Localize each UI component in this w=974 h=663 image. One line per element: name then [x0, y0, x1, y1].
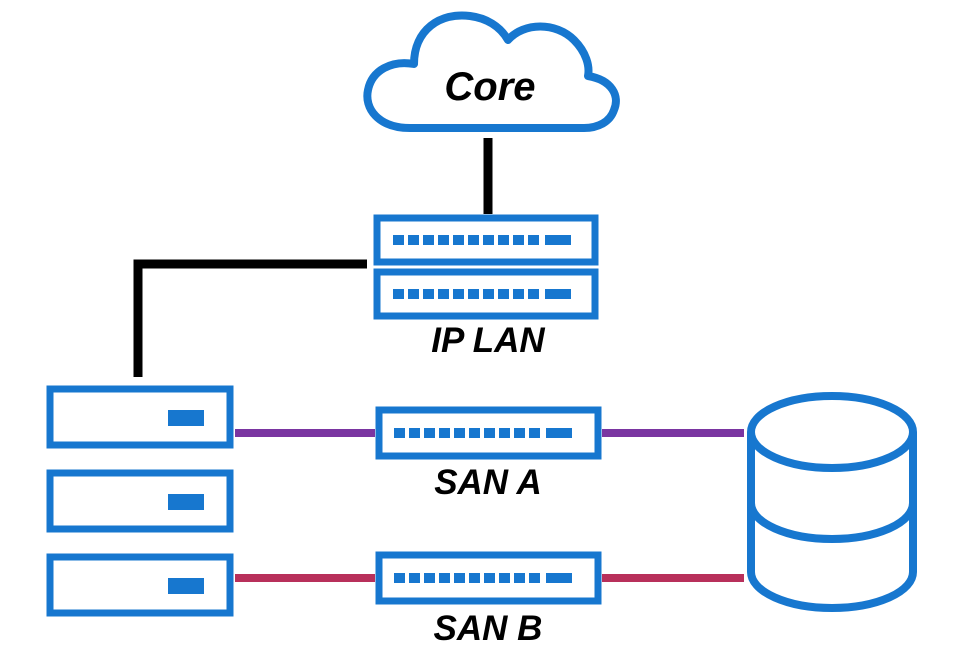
- switch-port: [438, 235, 449, 245]
- links: [133, 138, 744, 582]
- switch-uplink-port: [546, 573, 572, 583]
- server-icon: [46, 469, 234, 533]
- servers-node: [46, 385, 234, 617]
- switch-port: [513, 235, 524, 245]
- switch-port: [469, 428, 480, 438]
- switch-port: [514, 573, 525, 583]
- switch-port: [468, 289, 479, 299]
- network-switch-icon: [375, 406, 602, 460]
- switch-port: [529, 428, 540, 438]
- switch-port: [423, 235, 434, 245]
- san-b-node: SAN B: [375, 551, 602, 648]
- link-ip-lan-to-servers: [133, 259, 367, 377]
- switch-port: [424, 573, 435, 583]
- switch-port: [453, 289, 464, 299]
- switch-port: [513, 289, 524, 299]
- cloud-icon: [363, 11, 620, 132]
- switch-port: [484, 573, 495, 583]
- switch-uplink-port: [546, 428, 572, 438]
- switch-port: [514, 428, 525, 438]
- switch-port: [439, 573, 450, 583]
- switch-uplink-port: [545, 289, 571, 299]
- network-switch-icon: [375, 551, 602, 605]
- switch-port: [529, 573, 540, 583]
- server-icon: [46, 553, 234, 617]
- switch-port: [498, 289, 509, 299]
- switch-port: [408, 289, 419, 299]
- switch-port: [483, 289, 494, 299]
- database-icon: [747, 392, 917, 612]
- switch-port: [424, 428, 435, 438]
- switch-port: [499, 428, 510, 438]
- switch-port: [528, 235, 539, 245]
- switch-port: [454, 573, 465, 583]
- switch-port: [499, 573, 510, 583]
- switch-port: [408, 235, 419, 245]
- switch-port: [483, 235, 494, 245]
- storage-node: [747, 392, 917, 612]
- network-switch-icon: [373, 214, 599, 266]
- switch-port: [439, 428, 450, 438]
- network-switch-icon: [373, 268, 599, 320]
- switch-port: [409, 428, 420, 438]
- switch-port: [498, 235, 509, 245]
- switch-port: [453, 235, 464, 245]
- switch-port: [409, 573, 420, 583]
- ip-lan-node: IP LAN: [373, 214, 599, 360]
- ip-lan-label: IP LAN: [431, 321, 545, 360]
- switch-port: [393, 235, 404, 245]
- core-label: Core: [444, 65, 535, 109]
- switch-port: [484, 428, 495, 438]
- san-a-node: SAN A: [375, 406, 602, 502]
- switch-port: [528, 289, 539, 299]
- switch-port: [454, 428, 465, 438]
- switch-port: [469, 573, 480, 583]
- switch-port: [468, 235, 479, 245]
- switch-port: [394, 428, 405, 438]
- switch-port: [394, 573, 405, 583]
- switch-port: [423, 289, 434, 299]
- switch-port: [393, 289, 404, 299]
- core-node: Core: [363, 11, 620, 132]
- switch-uplink-port: [545, 235, 571, 245]
- switch-port: [438, 289, 449, 299]
- server-icon: [46, 385, 234, 449]
- san-b-label: SAN B: [434, 609, 543, 648]
- san-a-label: SAN A: [434, 463, 542, 502]
